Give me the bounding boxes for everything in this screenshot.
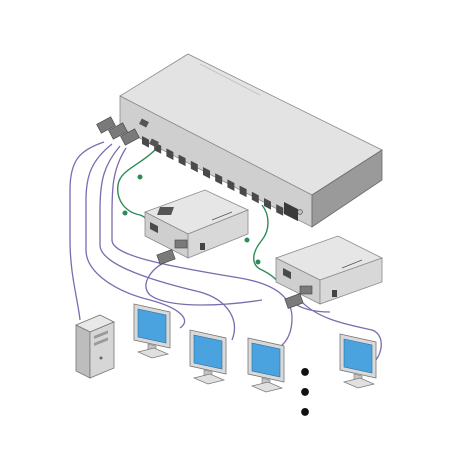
- amplifier-port: [215, 173, 223, 185]
- amplifier-port: [264, 197, 271, 210]
- power-switch-icon: [297, 209, 303, 215]
- computer: [75, 314, 115, 379]
- cable-to-monitor-3: [111, 147, 293, 353]
- cable-to-monitor-2: [99, 145, 236, 341]
- power-inlet: [284, 202, 298, 222]
- amplifier-port: [203, 166, 210, 179]
- amplifier-side: [311, 149, 383, 228]
- amplifier-port: [178, 154, 186, 167]
- distribution-amplifier: [119, 53, 383, 228]
- more-monitors-ellipsis: • • •: [298, 361, 315, 426]
- input-connectors: [96, 116, 159, 148]
- receiver-1-output-connector: [174, 239, 188, 249]
- green-cable-receiver-2: [253, 204, 279, 283]
- receiver-2-port: [283, 268, 291, 280]
- cable-to-monitor-4: [299, 299, 382, 363]
- amplifier-port: [190, 160, 198, 173]
- receiver-1-port: [150, 222, 158, 234]
- receiver-2-output-connector: [299, 285, 313, 295]
- cable-to-monitor-1: [85, 143, 186, 329]
- monitor-2: [189, 329, 227, 385]
- amplifier-port: [166, 148, 174, 160]
- monitors: [133, 303, 377, 393]
- amplifier-port: [251, 191, 259, 204]
- amplifier-port: [142, 136, 149, 148]
- cable-to-pc: [69, 141, 105, 321]
- amplifier-port: [276, 204, 284, 216]
- receiver-2: [274, 235, 384, 309]
- amplifier-port: [239, 185, 247, 198]
- monitor-3: [247, 337, 285, 393]
- cable-receiver1-loop: [145, 261, 263, 306]
- receiver-1: [144, 189, 250, 265]
- amplifier-port: [227, 179, 235, 191]
- monitor-4: [339, 333, 377, 389]
- purple-cables: [69, 141, 382, 363]
- monitor-1: [133, 303, 171, 359]
